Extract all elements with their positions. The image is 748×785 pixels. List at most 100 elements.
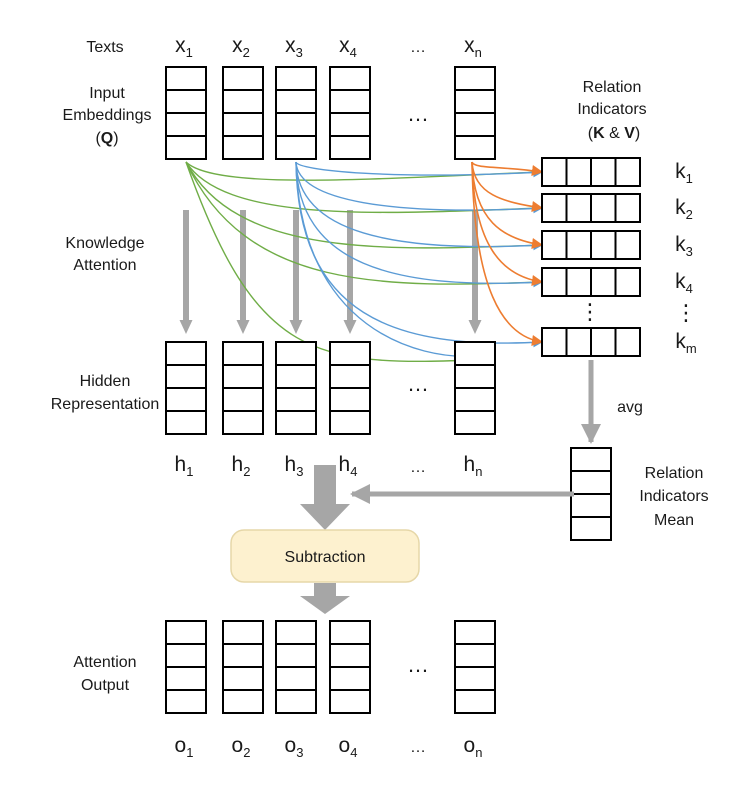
vector-cell [165, 410, 207, 435]
vector-cell [275, 387, 317, 412]
vector-cell [165, 89, 207, 114]
vector-cell [165, 135, 207, 160]
vector-cell [541, 157, 568, 187]
hidden-to-subtraction-arrow [300, 465, 350, 530]
vector-cell [222, 410, 264, 435]
vector-cell [454, 410, 496, 435]
vector-cell [222, 689, 264, 714]
attention-flow-arrows [179, 210, 482, 334]
avg-label: avg [617, 399, 643, 416]
vector-cell [275, 410, 317, 435]
vector-cell [454, 689, 496, 714]
vector-cell [222, 135, 264, 160]
texts-label: Texts [86, 39, 123, 56]
attention-output-label-line1: Attention [73, 654, 136, 671]
vector-cell [329, 620, 371, 645]
vector-cell [329, 364, 371, 389]
vector-cell [275, 341, 317, 366]
green-attention-line-4 [185, 161, 543, 285]
vector-cell [222, 112, 264, 137]
blue-attention-line-5 [295, 161, 543, 348]
orange-attention-line-4 [471, 161, 544, 287]
vector-cell [275, 666, 317, 691]
vector-cell [565, 267, 592, 297]
input-embeddings-label-line2: Embeddings [63, 107, 152, 124]
relation-indicators-label-line1: Relation [583, 79, 642, 96]
vector-cell [454, 387, 496, 412]
vector-cell [565, 193, 592, 223]
xn-attention-lines [471, 161, 544, 347]
relation-indicators-label-line2: Indicators [577, 101, 646, 118]
vector-cell [329, 666, 371, 691]
vector-cell [570, 447, 612, 472]
vector-cell [565, 157, 592, 187]
vector-cell [570, 493, 612, 518]
token-label-o-1: o1 [175, 734, 194, 760]
vector-cell [222, 66, 264, 91]
relation-indicators-mean-label-line1: Relation [645, 465, 704, 482]
attention-arrow-5 [468, 210, 482, 334]
vector-cell [590, 157, 617, 187]
vector-cell [165, 66, 207, 91]
subtraction-box [230, 529, 420, 583]
token-label-h-2: h2 [232, 453, 251, 479]
key-labels-vertical-ellipsis: ⋮ [675, 300, 697, 325]
vector-cell [222, 341, 264, 366]
vector-cell [454, 643, 496, 668]
subtraction-label: Subtraction [285, 549, 366, 566]
token-label-x-4: x4 [339, 34, 357, 60]
vector-cell [565, 327, 592, 357]
vector-cell [275, 620, 317, 645]
x3-attention-lines [295, 161, 543, 358]
vector-cell [329, 66, 371, 91]
vector-cell [329, 112, 371, 137]
blue-attention-line-2 [295, 161, 543, 214]
token-label-h-4: h4 [339, 453, 358, 479]
vector-cell [541, 267, 568, 297]
vector-cell [329, 643, 371, 668]
token-label-x-3: x3 [285, 34, 303, 60]
vector-cell [454, 666, 496, 691]
relation-key-vector-2 [541, 193, 641, 223]
blue-attention-line-3 [295, 161, 543, 251]
relation-key-vector-3 [541, 230, 641, 260]
vector-cell [165, 689, 207, 714]
o-row-ellipsis: … [410, 739, 426, 756]
output-vector-5 [454, 620, 496, 714]
hidden-representation-label-line1: Hidden [80, 373, 131, 390]
vector-cell [275, 89, 317, 114]
vector-cell [329, 89, 371, 114]
hidden-representation-vectors [165, 341, 496, 435]
attention-output-vectors [165, 620, 496, 714]
vector-cell [165, 666, 207, 691]
input-embedding-vector-5 [454, 66, 496, 160]
relation-key-vector-5 [541, 327, 641, 357]
green-attention-line-2 [185, 161, 543, 214]
vector-cell [222, 620, 264, 645]
vector-cell [275, 112, 317, 137]
vector-cell [454, 66, 496, 91]
vector-cell [329, 387, 371, 412]
hidden-vector-2 [222, 341, 264, 435]
relation-indicators-mean-label-line3: Mean [654, 512, 694, 529]
vector-cell [570, 470, 612, 495]
token-label-k-5: km [675, 330, 696, 356]
input-embeddings-label-line1: Input [89, 85, 125, 102]
vector-cell [541, 230, 568, 260]
relation-indicator-vectors [541, 157, 641, 357]
vector-cell [222, 643, 264, 668]
blue-attention-line-4 [295, 161, 543, 288]
vector-cell [454, 135, 496, 160]
input-embedding-vector-2 [222, 66, 264, 160]
attention-arrow-3 [289, 210, 303, 334]
attention-output-label-line2: Output [81, 677, 130, 694]
vector-cell [590, 230, 617, 260]
vector-cell [541, 327, 568, 357]
hidden-vector-5 [454, 341, 496, 435]
attention-arrow-1 [179, 210, 193, 334]
vector-cell [454, 364, 496, 389]
vector-cell [165, 112, 207, 137]
